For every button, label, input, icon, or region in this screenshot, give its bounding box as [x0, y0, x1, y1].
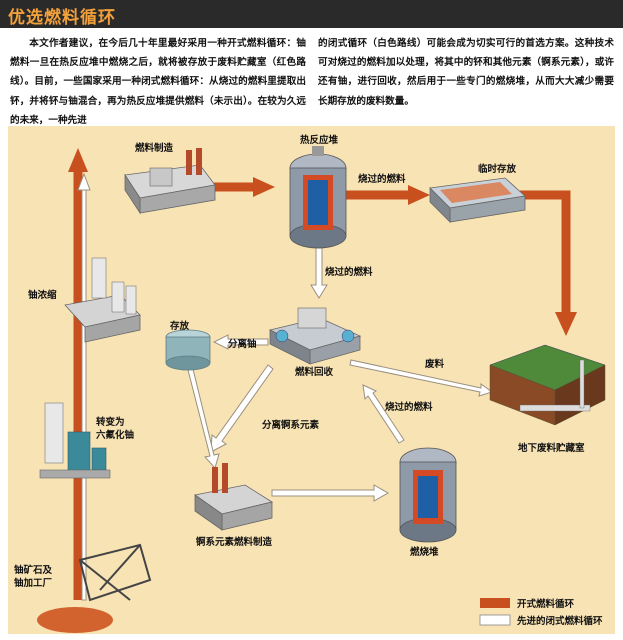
legend-swatch-closed [479, 614, 511, 626]
fuel-fabrication-plant [124, 148, 216, 215]
header-bar: 优选燃料循环 [0, 0, 623, 28]
page-title: 优选燃料循环 [8, 8, 116, 28]
legend: 开式燃料循环 先进的闭式燃料循环 [479, 598, 603, 627]
closed-cycle-route [77, 172, 494, 601]
label-thermal-reactor: 热反应堆 [300, 134, 339, 146]
label-waste: 废料 [425, 358, 445, 370]
label-mining-1: 铀矿石及 [14, 564, 53, 576]
thermal-reactor [289, 146, 347, 249]
label-burner-reactor: 燃烧堆 [410, 546, 439, 558]
label-spent-fuel-3: 烧过的燃料 [385, 401, 433, 413]
legend-label-open: 开式燃料循环 [517, 598, 575, 610]
fuel-recycling-plant [268, 307, 362, 365]
enrichment-plant [64, 257, 141, 343]
legend-swatch-open [480, 598, 510, 608]
label-actinide-fabrication: 锕系元素燃料制造 [195, 536, 273, 548]
actinide-fabrication-plant [194, 463, 274, 531]
label-fuel-fabrication: 燃料制造 [135, 142, 174, 154]
label-fuel-recycling: 燃料回收 [295, 366, 334, 378]
label-separated-uranium: 分离铀 [228, 338, 257, 350]
intro-text-right: 的闭式循环（白色路线）可能会成为切实可行的首选方案。这种技术可对烧过的燃料加以处… [318, 38, 614, 107]
label-storage: 存放 [169, 320, 190, 332]
label-mining-2: 铀加工厂 [14, 577, 53, 589]
underground-repository [489, 344, 606, 426]
mining-equipment [37, 543, 152, 633]
label-spent-fuel-1: 烧过的燃料 [358, 173, 406, 185]
legend-label-closed: 先进的闭式燃料循环 [517, 615, 603, 627]
label-enrichment: 铀浓缩 [28, 289, 57, 301]
label-separated-actinides: 分离锕系元素 [262, 419, 320, 431]
burner-reactor [399, 447, 457, 543]
label-conversion-1: 转变为 [96, 416, 125, 428]
label-conversion-2: 六氟化铀 [96, 429, 135, 441]
storage-tank [165, 329, 211, 371]
label-spent-fuel-2: 烧过的燃料 [325, 266, 373, 278]
interim-storage-facility [429, 177, 526, 223]
intro-text-left: 本文作者建议，在今后几十年里最好采用一种开式燃料循环：铀燃料一旦在热反应堆中燃烧… [10, 38, 306, 126]
conversion-plant [39, 402, 111, 479]
label-interim-storage: 临时存放 [478, 163, 517, 175]
label-repository: 地下废料贮藏室 [518, 442, 585, 454]
